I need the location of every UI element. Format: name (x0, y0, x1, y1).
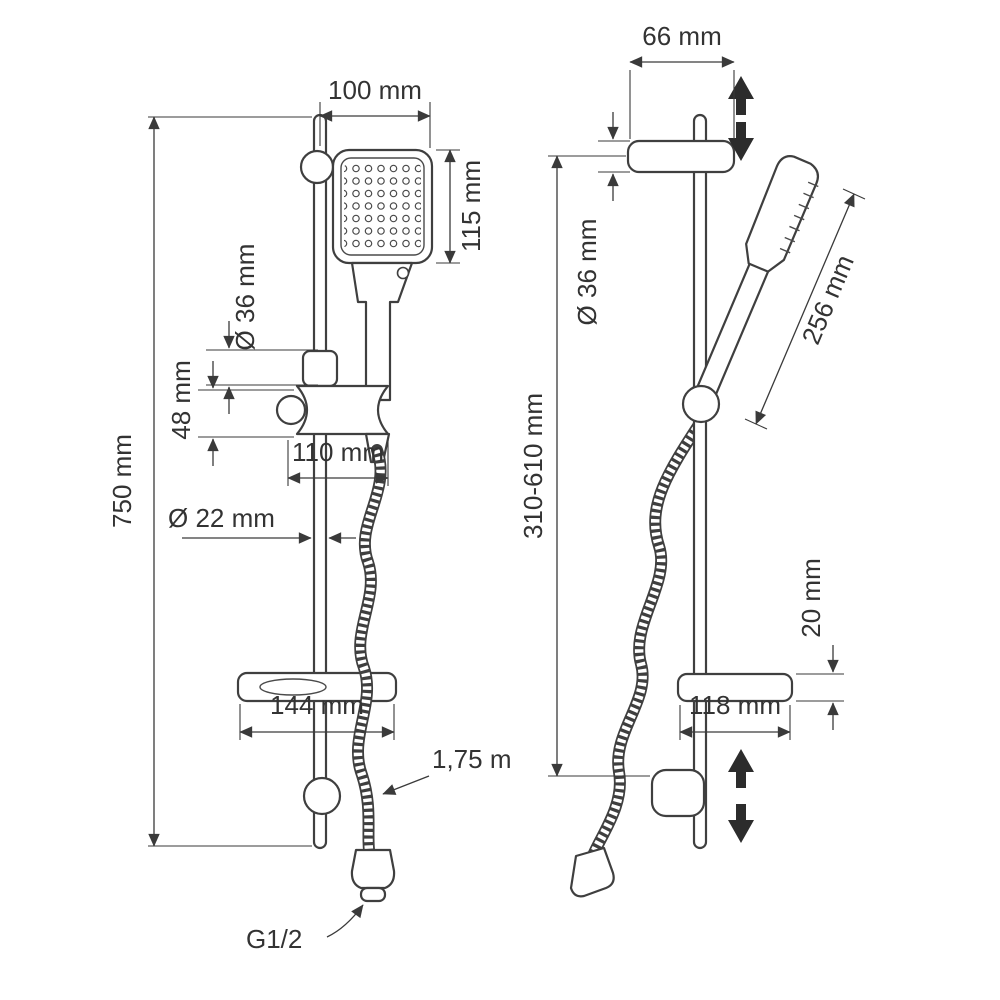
dim-bar-diameter-label: Ø 22 mm (168, 503, 275, 533)
glide-knob-front (302, 776, 342, 816)
hose-connector-cap-front (359, 886, 387, 903)
dim-height-range: 310-610 mm (518, 155, 650, 777)
dim-shelf-thickness: 20 mm (796, 558, 844, 730)
hose-connector-front (350, 848, 396, 890)
dim-shelf-depth-label: 118 mm (689, 690, 781, 720)
dim-head-width: 100 mm (319, 75, 431, 148)
pivot-holder-side (681, 384, 721, 424)
dim-head-height-label: 115 mm (456, 160, 486, 252)
dim-holder-diameter-front: Ø 36 mm (206, 244, 318, 414)
dim-thread: G1/2 (246, 904, 364, 954)
dim-bar-height-label: 750 mm (107, 434, 137, 528)
bar-top-mount-front (299, 149, 335, 185)
dim-height-range-label: 310-610 mm (518, 393, 548, 539)
dim-shelf-thickness-label: 20 mm (796, 558, 826, 637)
adjust-arrow-up-bottom (728, 749, 754, 788)
dim-hose-length-label: 1,75 m (432, 744, 512, 774)
dim-holder-width-label: 110 mm (292, 437, 384, 467)
slide-bar-front (312, 113, 328, 850)
dim-bracket-width-label: 66 mm (642, 21, 721, 51)
dim-holder-height-label: 48 mm (166, 360, 196, 439)
dim-holder-width: 110 mm (287, 437, 389, 486)
shower-hose-front (352, 444, 387, 856)
front-view (236, 113, 434, 903)
dim-bar-diameter: Ø 22 mm (168, 503, 356, 544)
dim-hose-length: 1,75 m (382, 744, 512, 795)
spray-nozzles (344, 161, 421, 252)
dim-shelf-width-label: 144 mm (270, 690, 364, 720)
side-view (569, 76, 819, 898)
slide-bar-side (692, 113, 708, 850)
holder-knob-front (275, 394, 307, 426)
top-bracket-side (626, 139, 736, 174)
shelf-front (236, 671, 398, 703)
dim-holder-diameter-side: Ø 36 mm (572, 112, 630, 325)
slider-collar-front (301, 349, 339, 388)
dim-handshower-length-label: 256 mm (796, 250, 860, 348)
bottom-slider-side (650, 768, 706, 818)
dim-holder-diameter-side-label: Ø 36 mm (572, 219, 602, 326)
handshower-grip-front (350, 261, 414, 402)
dim-bracket-width: 66 mm (629, 21, 735, 139)
mode-button-front (396, 266, 410, 280)
handshower-head-side (745, 155, 819, 273)
shelf-side (676, 672, 794, 703)
dim-bar-height: 750 mm (107, 116, 312, 847)
adjust-arrow-up-top (728, 76, 754, 115)
dim-head-width-label: 100 mm (328, 75, 422, 105)
dim-holder-height: 48 mm (166, 360, 294, 466)
adjust-arrow-down-top (728, 122, 754, 161)
dimension-line (755, 193, 855, 425)
dim-head-height: 115 mm (436, 149, 486, 264)
handshower-holder-front (295, 384, 390, 436)
dim-shelf-depth: 118 mm (679, 690, 791, 740)
hose-connector-side (569, 846, 615, 898)
dim-holder-diameter-front-label: Ø 36 mm (230, 244, 260, 351)
dim-shelf-width: 144 mm (239, 690, 395, 740)
adjust-arrow-down-bottom (728, 804, 754, 843)
shower-hose-side (585, 417, 706, 866)
dim-thread-label: G1/2 (246, 924, 302, 954)
